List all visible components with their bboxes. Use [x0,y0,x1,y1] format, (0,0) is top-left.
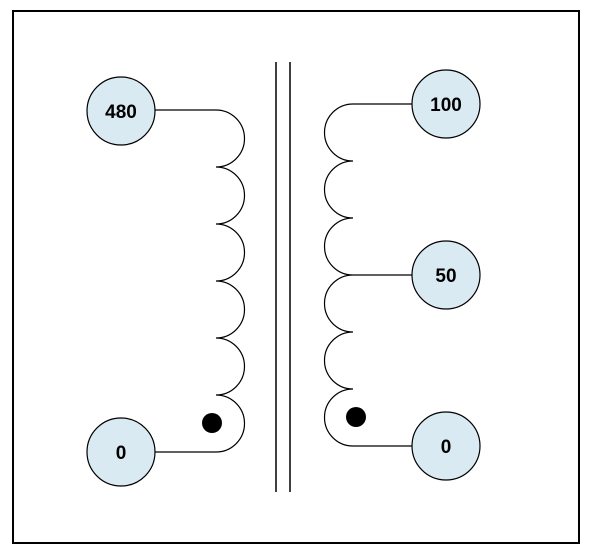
terminal-label-secondary-bottom: 0 [441,437,452,458]
terminal-label-primary-bottom: 0 [116,443,127,464]
primary-polarity-dot [202,413,222,433]
terminal-secondary-bottom: 0 [411,411,481,481]
terminal-secondary-tap: 50 [411,240,481,310]
terminal-label-primary-top: 480 [105,102,137,123]
terminal-label-secondary-top: 100 [430,95,462,116]
terminal-label-secondary-tap: 50 [435,266,456,287]
terminal-primary-bottom: 0 [86,417,156,487]
terminal-primary-top: 480 [86,76,156,146]
primary-winding [155,109,246,453]
terminal-secondary-top: 100 [411,69,481,139]
secondary-polarity-dot [346,407,366,427]
